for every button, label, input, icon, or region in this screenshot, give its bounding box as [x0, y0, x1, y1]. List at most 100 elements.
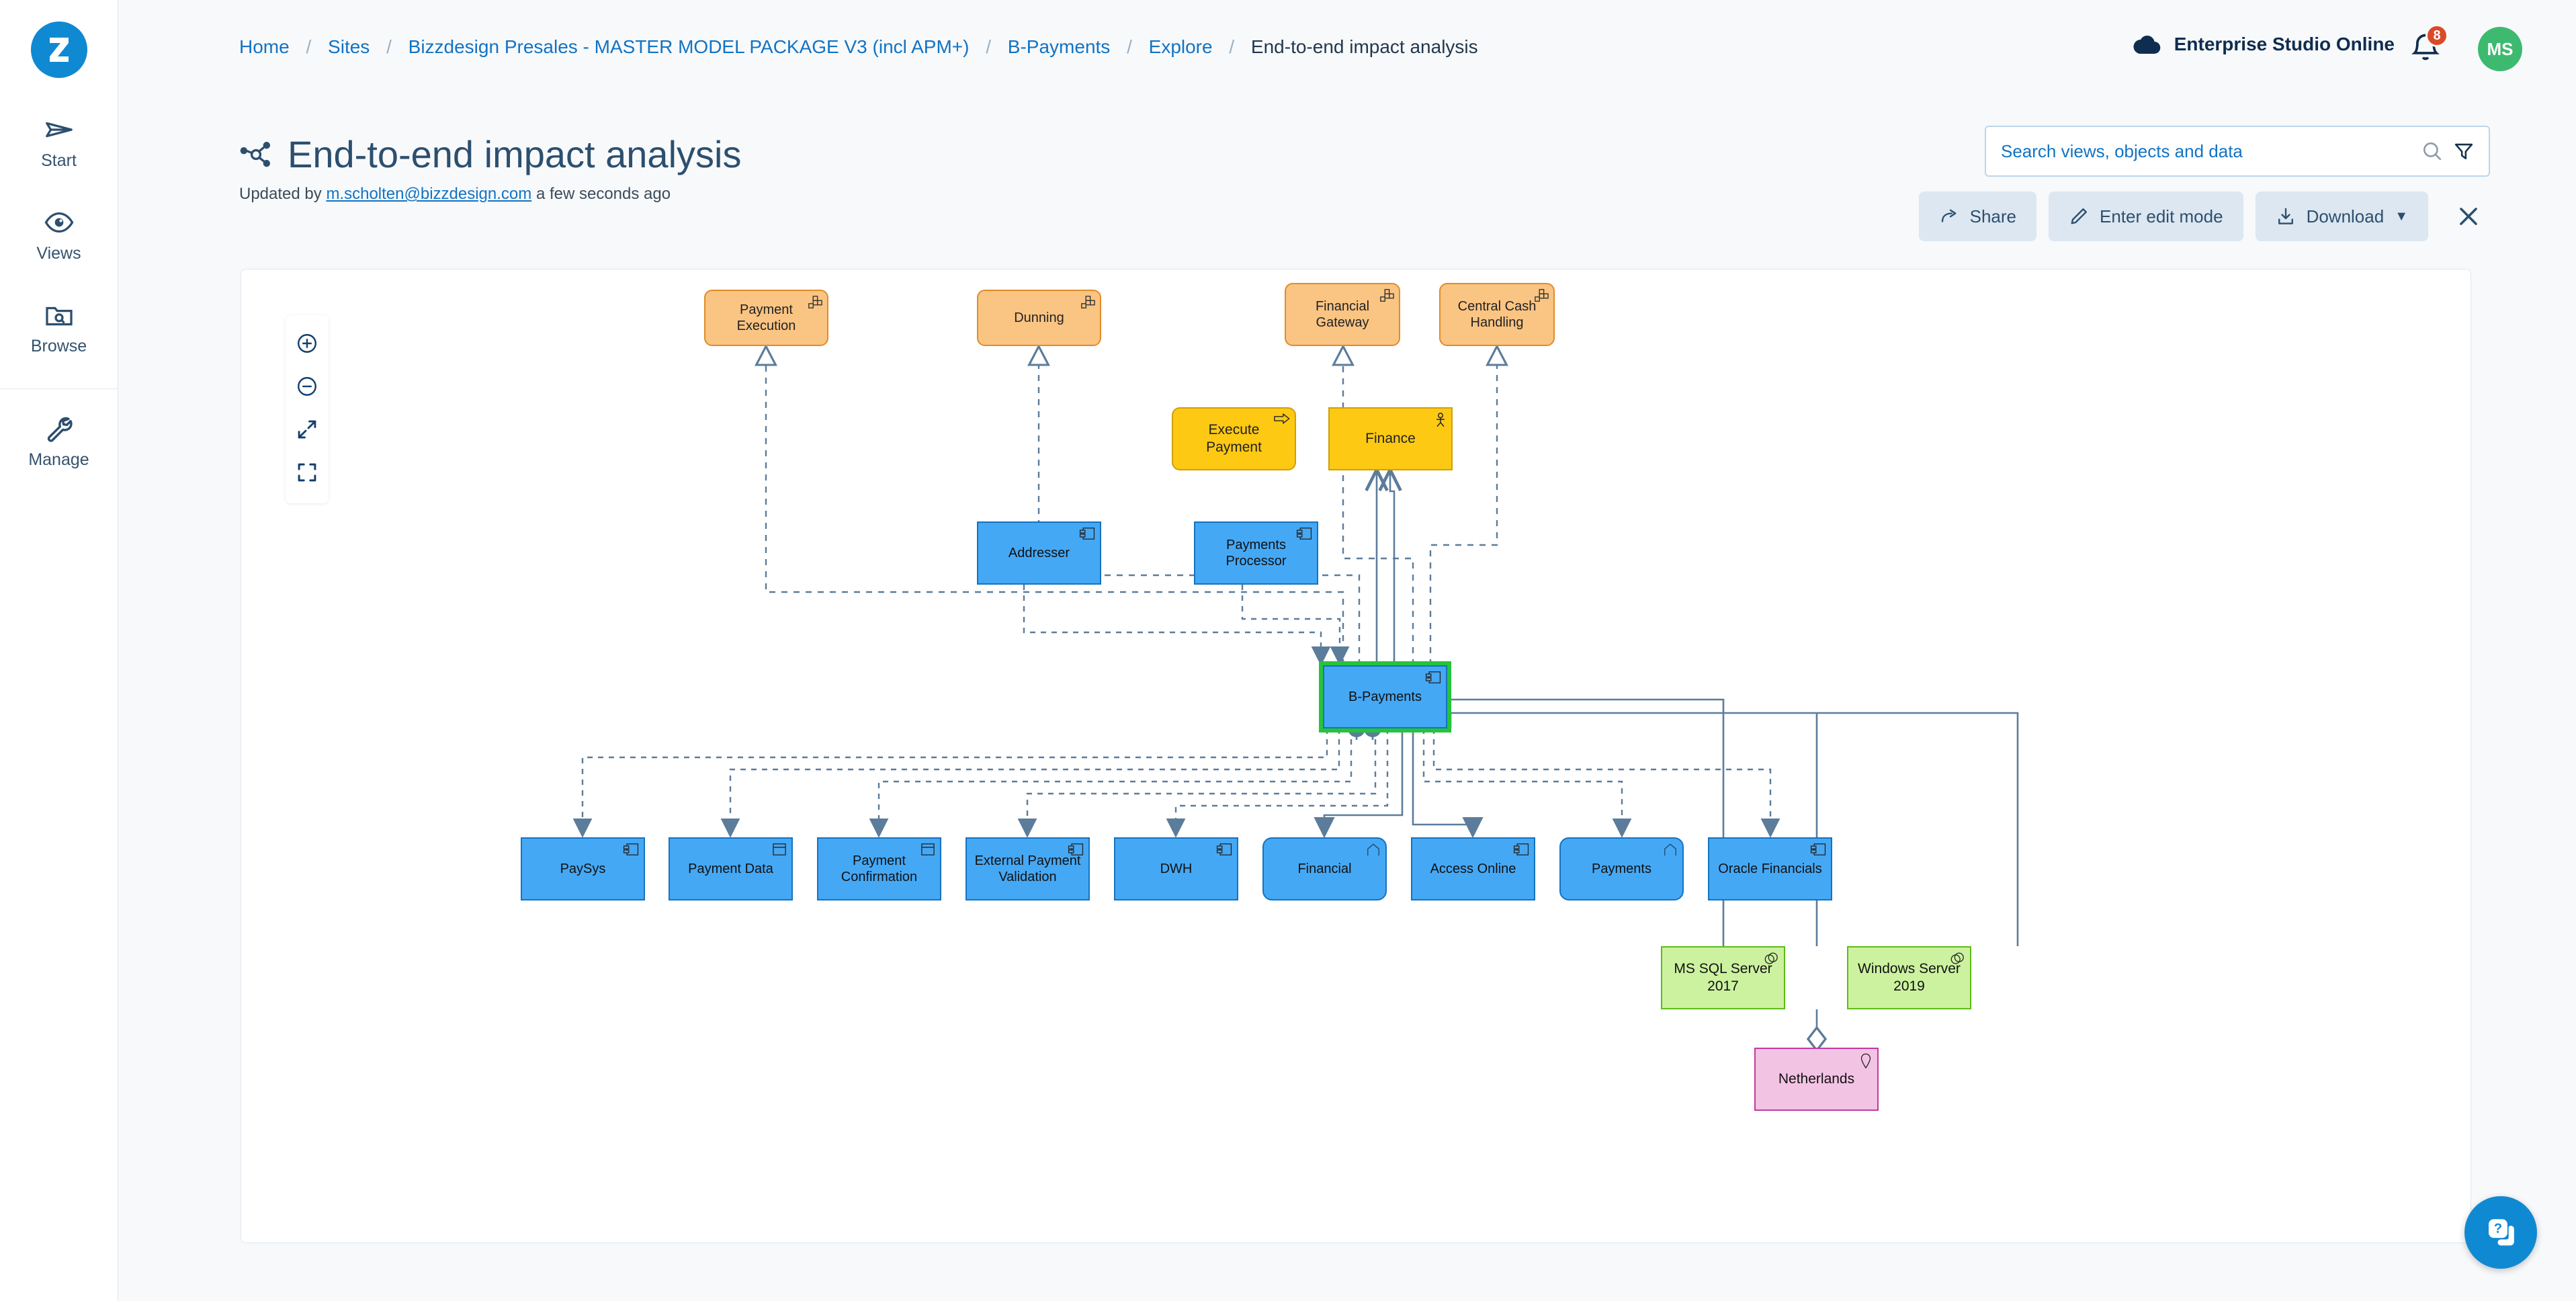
diagram-node-finance[interactable]: Finance: [1328, 407, 1453, 470]
location-pin-icon: [1859, 1053, 1873, 1069]
breadcrumb-item-explore[interactable]: Explore: [1148, 36, 1213, 57]
diagram-node-dwh[interactable]: DWH: [1114, 837, 1238, 900]
breadcrumb-item-current: End-to-end impact analysis: [1250, 36, 1478, 57]
impact-analysis-icon: [239, 138, 273, 171]
diagram-node-label: Addresser: [1008, 545, 1070, 560]
diagram-node-label: Payment Data: [688, 861, 773, 876]
diagram-node-financial-gateway[interactable]: Financial Gateway: [1285, 283, 1400, 346]
app-component-icon: [1216, 843, 1232, 856]
fit-to-screen-icon[interactable]: [286, 408, 329, 451]
diagram-node-payment-confirmation[interactable]: Payment Confirmation: [817, 837, 941, 900]
notifications-button[interactable]: 8: [2408, 24, 2448, 66]
updated-by-user-link[interactable]: m.scholten@bizzdesign.com: [326, 185, 532, 203]
diagram-node-label: Financial Gateway: [1315, 298, 1370, 330]
breadcrumb-item-home[interactable]: Home: [239, 36, 290, 57]
updated-time-label: a few seconds ago: [535, 185, 671, 203]
close-button[interactable]: [2447, 195, 2490, 238]
zoom-in-icon[interactable]: [286, 322, 329, 365]
diagram-node-payment-data[interactable]: Payment Data: [669, 837, 793, 900]
breadcrumb-separator: /: [1127, 36, 1132, 57]
sidebar-item-manage[interactable]: Manage: [0, 413, 118, 470]
diagram-node-label: Netherlands: [1778, 1071, 1855, 1087]
diagram-node-label: Payments Processor: [1226, 537, 1287, 569]
download-icon: [2276, 206, 2296, 226]
app-logo[interactable]: [30, 22, 87, 78]
sidebar-item-label: Views: [36, 244, 81, 263]
app-component-icon: [1079, 527, 1095, 540]
paper-plane-icon: [44, 114, 75, 145]
wrench-icon: [44, 413, 75, 444]
sidebar-item-views[interactable]: Views: [0, 207, 118, 263]
rail-divider: [0, 388, 118, 389]
top-bar: Home / Sites / Bizzdesign Presales - MAS…: [118, 0, 2576, 104]
diagram-node-label: Windows Server 2019: [1858, 961, 1961, 994]
help-chat-icon: ?: [2489, 1219, 2514, 1246]
left-navigation-rail: Start Views Browse: [0, 0, 118, 1301]
breadcrumb-separator: /: [306, 36, 312, 57]
sidebar-item-label: Manage: [28, 450, 89, 469]
diagram-node-label: Finance: [1365, 431, 1416, 447]
diagram-node-execute-payment[interactable]: Execute Payment: [1172, 407, 1296, 470]
title-row: End-to-end impact analysis: [239, 132, 741, 176]
search-input[interactable]: [2000, 140, 2411, 163]
diagram-node-paysys[interactable]: PaySys: [521, 837, 645, 900]
full-screen-icon[interactable]: [286, 451, 329, 494]
sidebar-item-browse[interactable]: Browse: [0, 300, 118, 356]
diagram-canvas-panel[interactable]: Payment Execution Dunning Financial Gate…: [241, 269, 2471, 1243]
diagram-node-label: Payment Confirmation: [841, 853, 918, 884]
diagram-node-windows-server-2019[interactable]: Windows Server 2019: [1847, 946, 1971, 1009]
diagram-node-label: Financial: [1297, 861, 1352, 876]
actor-icon: [1434, 413, 1447, 427]
search-icon[interactable]: [2420, 139, 2444, 163]
diagram-node-label: Dunning: [1014, 310, 1064, 325]
brand-label: Enterprise Studio Online: [2174, 34, 2395, 54]
diagram-node-label: Payment Execution: [736, 302, 796, 333]
share-label: Share: [1969, 206, 2016, 226]
diagram-node-payments[interactable]: Payments: [1559, 837, 1684, 900]
breadcrumb-item-b-payments[interactable]: B-Payments: [1007, 36, 1111, 57]
diagram-node-central-cash-handling[interactable]: Central Cash Handling: [1439, 283, 1555, 346]
diagram-node-financial[interactable]: Financial: [1262, 837, 1387, 900]
page-subtitle: Updated by m.scholten@bizzdesign.com a f…: [239, 185, 671, 204]
zoom-out-icon[interactable]: [286, 365, 329, 408]
cloud-icon: [2133, 34, 2162, 55]
diagram-node-label: Execute Payment: [1206, 422, 1262, 455]
help-chat-button[interactable]: ?: [2464, 1196, 2537, 1269]
diagram-node-payments-processor[interactable]: Payments Processor: [1194, 521, 1318, 585]
search-box[interactable]: [1985, 126, 2490, 177]
share-button[interactable]: Share: [1918, 192, 2036, 241]
breadcrumb-item-sites[interactable]: Sites: [328, 36, 370, 57]
pencil-icon: [2069, 206, 2089, 226]
diagram-node-label: Oracle Financials: [1718, 861, 1822, 876]
canvas-zoom-toolbar: [286, 315, 329, 503]
diagram-node-netherlands[interactable]: Netherlands: [1754, 1048, 1879, 1111]
enter-edit-mode-button[interactable]: Enter edit mode: [2049, 192, 2243, 241]
diagram-node-payment-execution[interactable]: Payment Execution: [704, 290, 828, 346]
diagram-node-ms-sql-server-2017[interactable]: MS SQL Server 2017: [1661, 946, 1785, 1009]
app-component-icon: [623, 843, 639, 856]
folder-search-icon: [44, 300, 75, 331]
user-avatar[interactable]: MS: [2478, 27, 2522, 71]
diagram-node-addresser[interactable]: Addresser: [977, 521, 1101, 585]
page-actions: Share Enter edit mode Download: [1918, 192, 2490, 241]
share-icon: [1939, 206, 1959, 226]
diagram-node-label: Central Cash Handling: [1457, 298, 1537, 330]
download-button[interactable]: Download ▼: [2255, 192, 2428, 241]
filter-icon[interactable]: [2452, 140, 2475, 163]
breadcrumb-separator: /: [986, 36, 992, 57]
diagram-node-label: Payments: [1592, 861, 1651, 876]
diagram-node-access-online[interactable]: Access Online: [1411, 837, 1535, 900]
breadcrumb: Home / Sites / Bizzdesign Presales - MAS…: [239, 36, 1478, 58]
diagram-node-b-payments[interactable]: B-Payments: [1319, 661, 1451, 732]
diagram-node-dunning[interactable]: Dunning: [977, 290, 1101, 346]
diagram-node-label: DWH: [1160, 861, 1193, 876]
diagram-node-label: Access Online: [1430, 861, 1516, 876]
breadcrumb-separator: /: [386, 36, 392, 57]
breadcrumb-item-package[interactable]: Bizzdesign Presales - MASTER MODEL PACKA…: [408, 36, 970, 57]
diagram-node-external-payment-validation[interactable]: External Payment Validation: [965, 837, 1090, 900]
diagram-node-oracle-financials[interactable]: Oracle Financials: [1708, 837, 1832, 900]
svg-text:?: ?: [2494, 1222, 2502, 1236]
sidebar-item-start[interactable]: Start: [0, 114, 118, 171]
app-component-icon: [1425, 671, 1441, 684]
